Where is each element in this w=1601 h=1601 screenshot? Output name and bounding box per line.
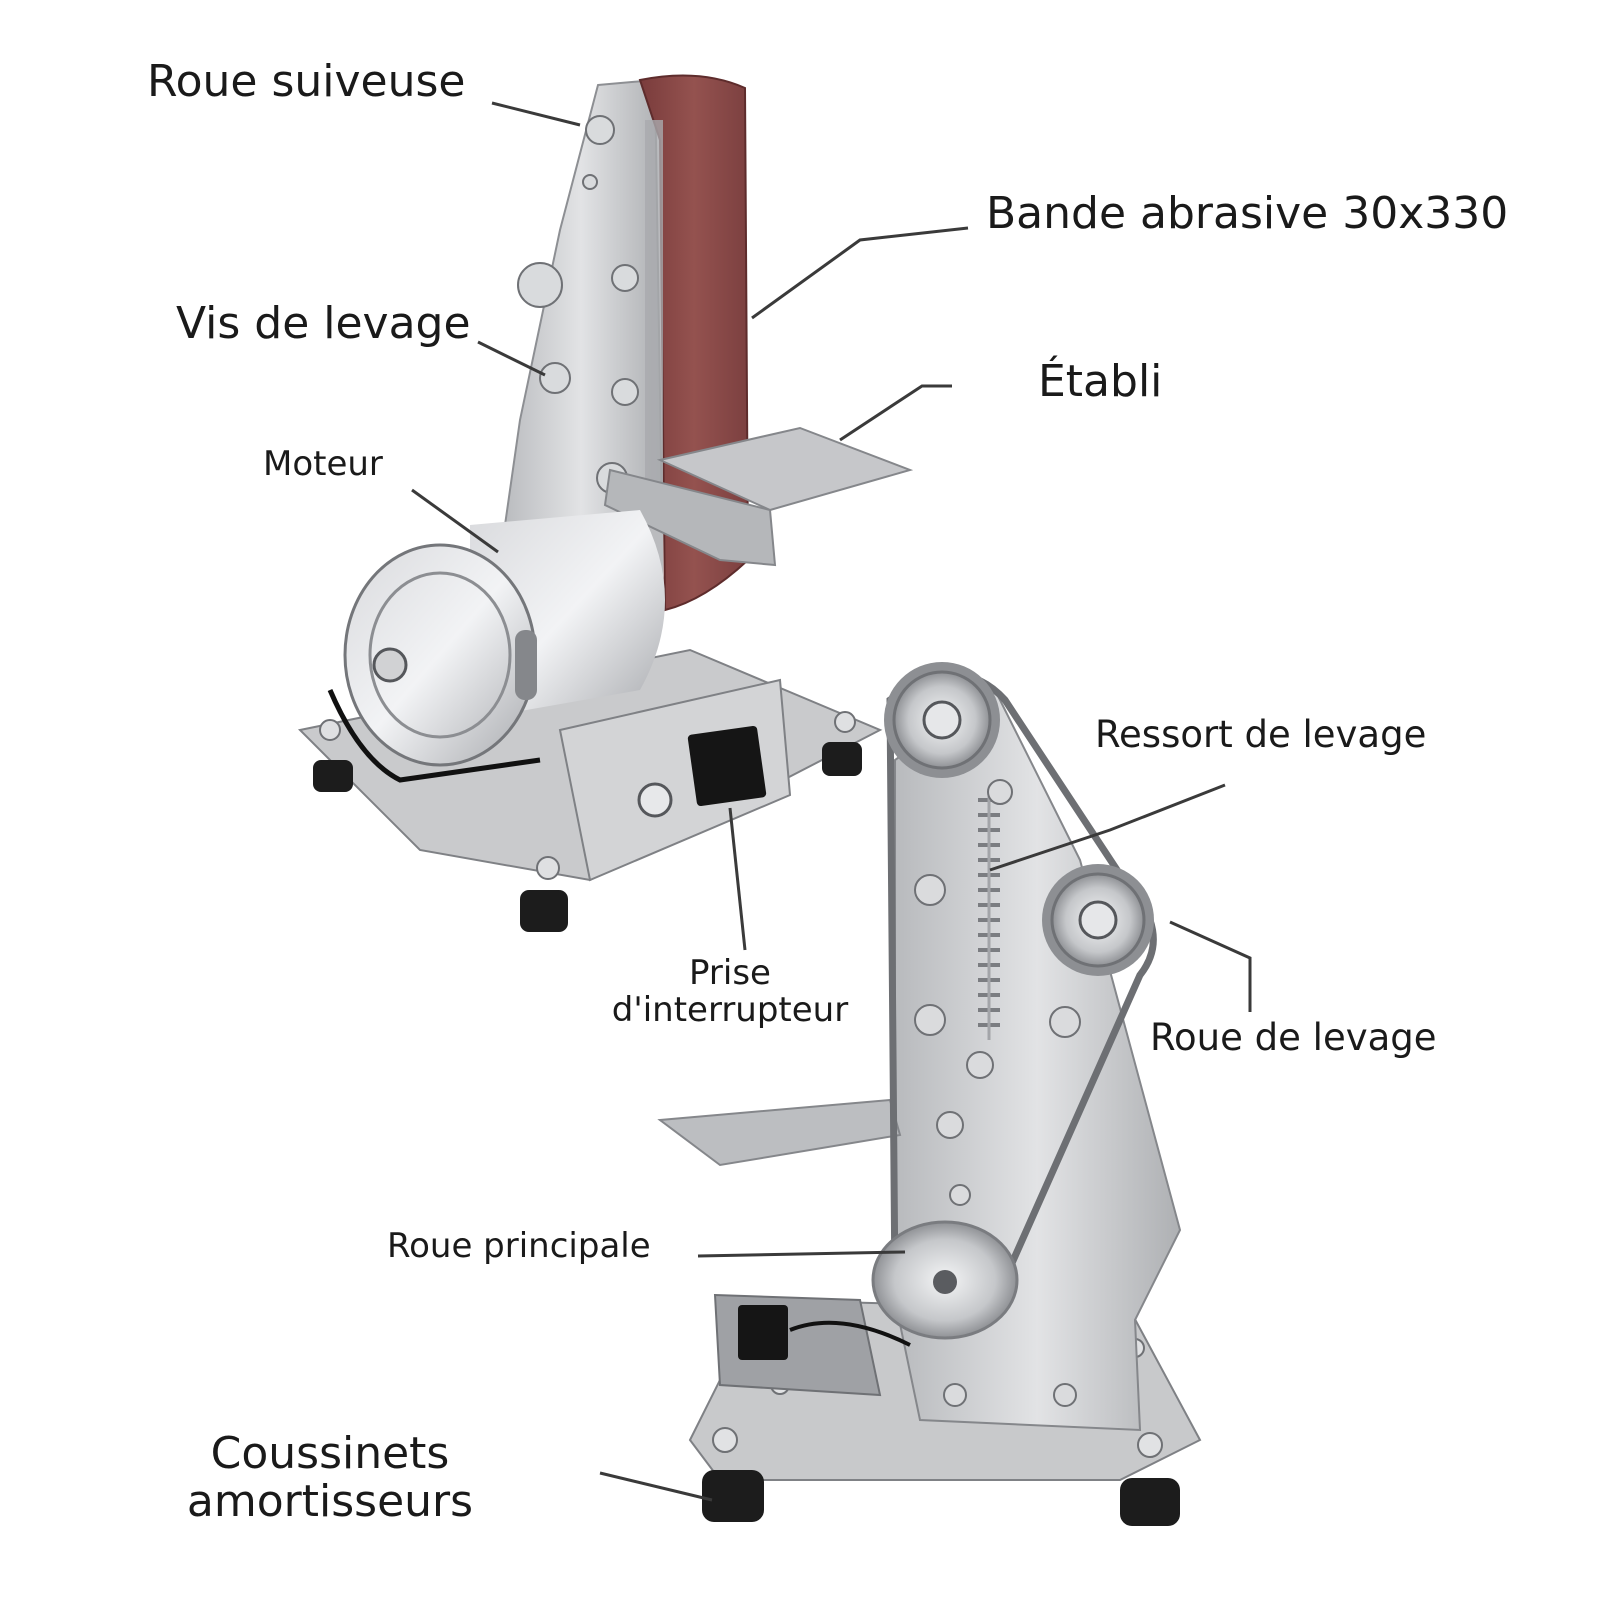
top-work-table-bracket [603, 468, 777, 567]
top-socket [637, 782, 673, 818]
label-prise-line1: Prise [689, 953, 771, 993]
leader-lines [411, 101, 1252, 1502]
leader-ressort [989, 783, 1226, 872]
label-bande-abrasive: Bande abrasive 30x330 [986, 188, 1509, 239]
label-coussinets-amortisseurs: Coussinets amortisseurs [170, 1428, 490, 1528]
bottom-arm-bolts [914, 779, 1081, 1407]
lifting-spring [978, 790, 1000, 1040]
leader-coussinets [599, 1471, 713, 1502]
label-coussinets-line1: Coussinets [210, 1428, 450, 1479]
top-motor [327, 510, 665, 783]
leader-roue-suiveuse [491, 101, 581, 127]
leader-bande-abrasive [751, 226, 969, 320]
top-machine [297, 74, 914, 932]
bottom-tracking-wheel [884, 662, 1000, 778]
bottom-feet [702, 1470, 1180, 1526]
bottom-work-table [657, 1098, 902, 1167]
bottom-main-wheel [871, 1220, 1019, 1340]
leader-roue-principale [697, 1250, 906, 1258]
label-prise-interrupteur: Prise d'interrupteur [600, 953, 860, 1031]
label-moteur: Moteur [263, 444, 383, 484]
top-feet [313, 742, 862, 932]
bottom-wires [789, 1320, 911, 1347]
label-roue-principale: Roue principale [387, 1226, 651, 1266]
top-work-table [656, 426, 914, 512]
top-base-bolts [319, 711, 856, 880]
label-vis-de-levage: Vis de levage [176, 298, 471, 349]
label-roue-de-levage: Roue de levage [1150, 1016, 1437, 1059]
label-prise-line2: d'interrupteur [611, 990, 849, 1031]
leader-prise [728, 807, 747, 951]
top-rocker-switch [687, 725, 767, 807]
label-ressort-de-levage: Ressort de levage [1095, 713, 1427, 756]
bottom-switch [738, 1305, 788, 1360]
bottom-machine [657, 662, 1202, 1526]
leader-vis-de-levage [477, 340, 546, 377]
label-roue-suiveuse: Roue suiveuse [147, 56, 466, 107]
label-etabli: Établi [1038, 356, 1163, 407]
leader-moteur [411, 488, 499, 554]
leader-roue-de-levage [1169, 920, 1252, 1012]
leader-etabli [839, 384, 952, 442]
label-coussinets-line2: amortisseurs [186, 1476, 474, 1528]
bottom-lifting-wheel [1042, 864, 1154, 976]
